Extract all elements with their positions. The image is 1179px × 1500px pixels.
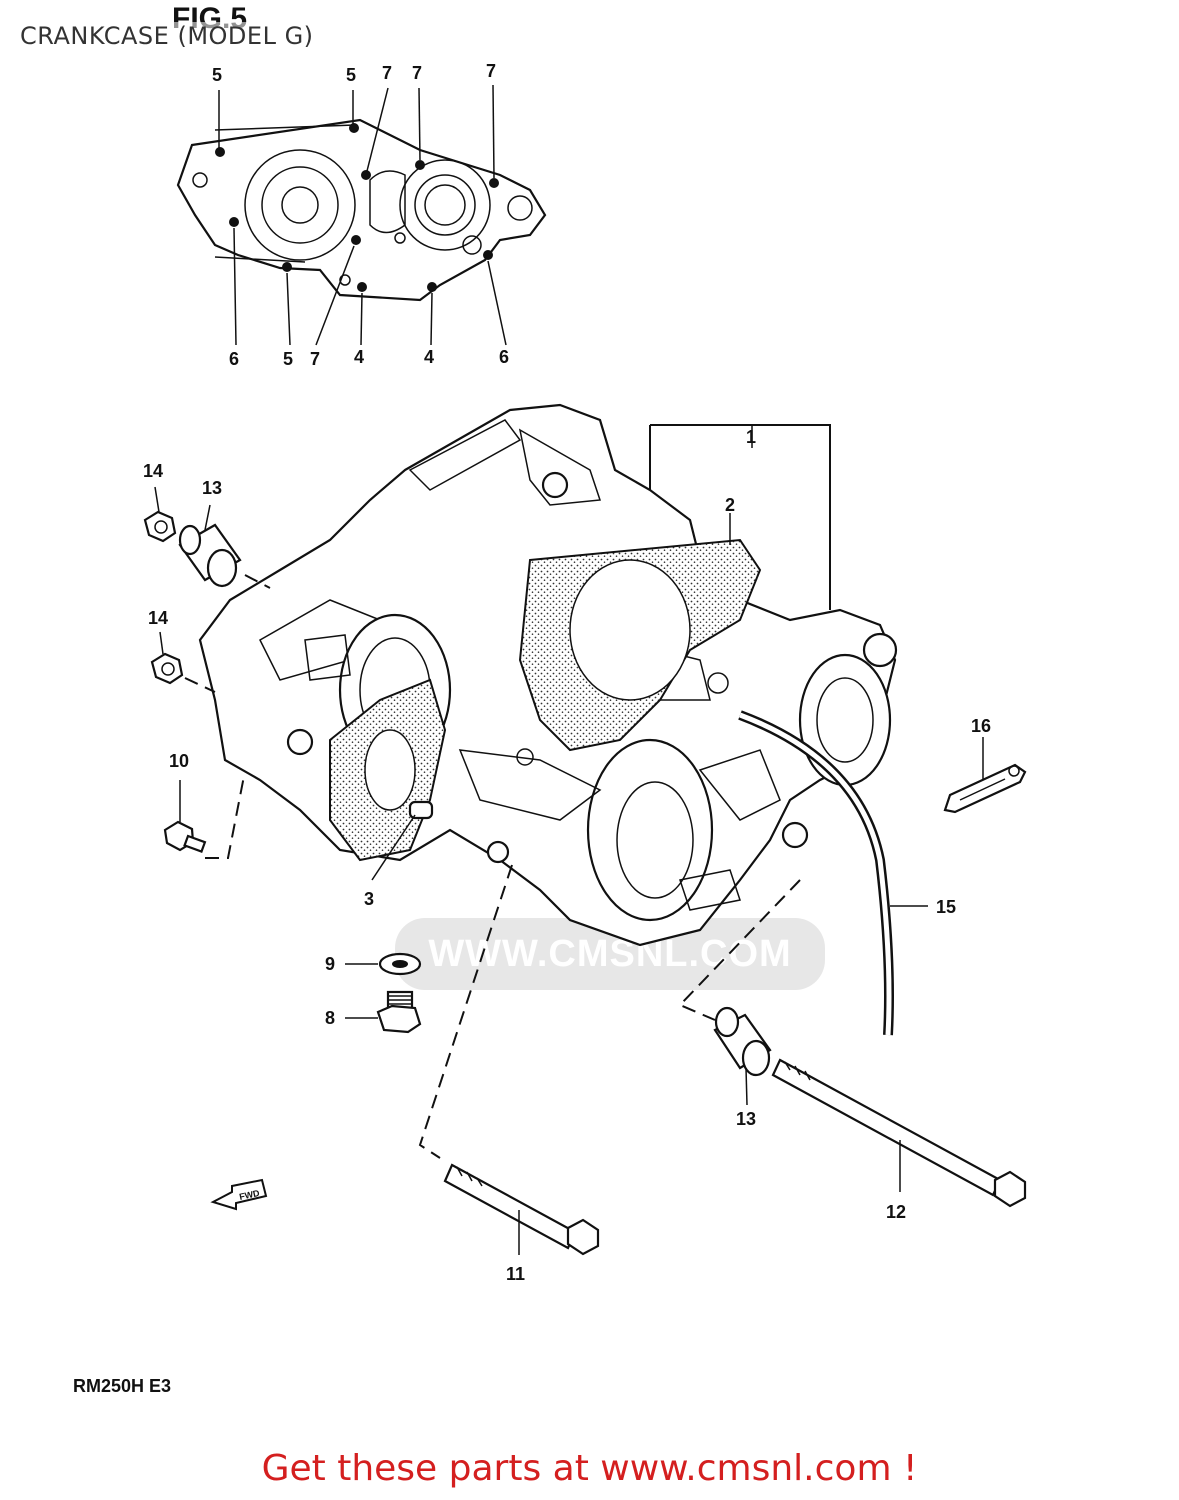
spacer-lower (678, 879, 801, 1106)
callout-part-14-lower: 14 (148, 608, 169, 628)
nut-upper (143, 486, 177, 543)
callout-inset-bottom-5: 5 (283, 349, 294, 369)
long-bolt (771, 1058, 1027, 1208)
callout-part-1: 1 (746, 427, 757, 447)
svg-text:FWD: FWD (238, 1188, 261, 1202)
medium-bolt (418, 864, 600, 1256)
callout-inset-top-7a: 7 (382, 63, 393, 83)
callout-part-13-lower: 13 (736, 1109, 757, 1129)
inset-crankcase-view (176, 84, 547, 346)
hose-clamp (943, 737, 1027, 814)
spacer-upper (178, 504, 271, 589)
callout-inset-top-5b: 5 (346, 65, 357, 85)
callout-part-11: 11 (506, 1264, 526, 1284)
dowel-pin (371, 800, 434, 881)
callout-part-10: 10 (169, 751, 190, 771)
callout-inset-bottom-4b: 4 (424, 347, 435, 367)
drain-washer (345, 952, 422, 976)
callout-part-15: 15 (936, 897, 957, 917)
callout-inset-bottom-4a: 4 (354, 347, 365, 367)
callout-part-13-upper: 13 (202, 478, 223, 498)
callout-inset-top-7b: 7 (412, 63, 423, 83)
callout-inset-top-5a: 5 (212, 65, 223, 85)
short-bolt (163, 775, 245, 859)
callout-part-14-upper: 14 (143, 461, 164, 481)
callout-inset-bottom-6a: 6 (229, 349, 240, 369)
callout-part-3: 3 (364, 889, 375, 909)
callout-inset-bottom-7: 7 (310, 349, 321, 369)
model-code: RM250H E3 (73, 1376, 172, 1396)
forward-arrow-icon: FWD (210, 1178, 268, 1211)
drain-plug (345, 990, 422, 1034)
callout-part-16: 16 (971, 716, 992, 736)
page-title: CRANKCASE (MODEL G) (20, 22, 314, 50)
get-parts-link[interactable]: Get these parts at www.cmsnl.com ! (261, 1448, 918, 1489)
callout-part-8: 8 (325, 1008, 336, 1028)
callout-inset-top-7c: 7 (486, 61, 497, 81)
callout-part-12: 12 (886, 1202, 907, 1222)
callout-part-2: 2 (725, 495, 736, 515)
callout-part-9: 9 (325, 954, 336, 974)
nut-lower (150, 631, 216, 693)
callout-inset-bottom-6b: 6 (499, 347, 510, 367)
